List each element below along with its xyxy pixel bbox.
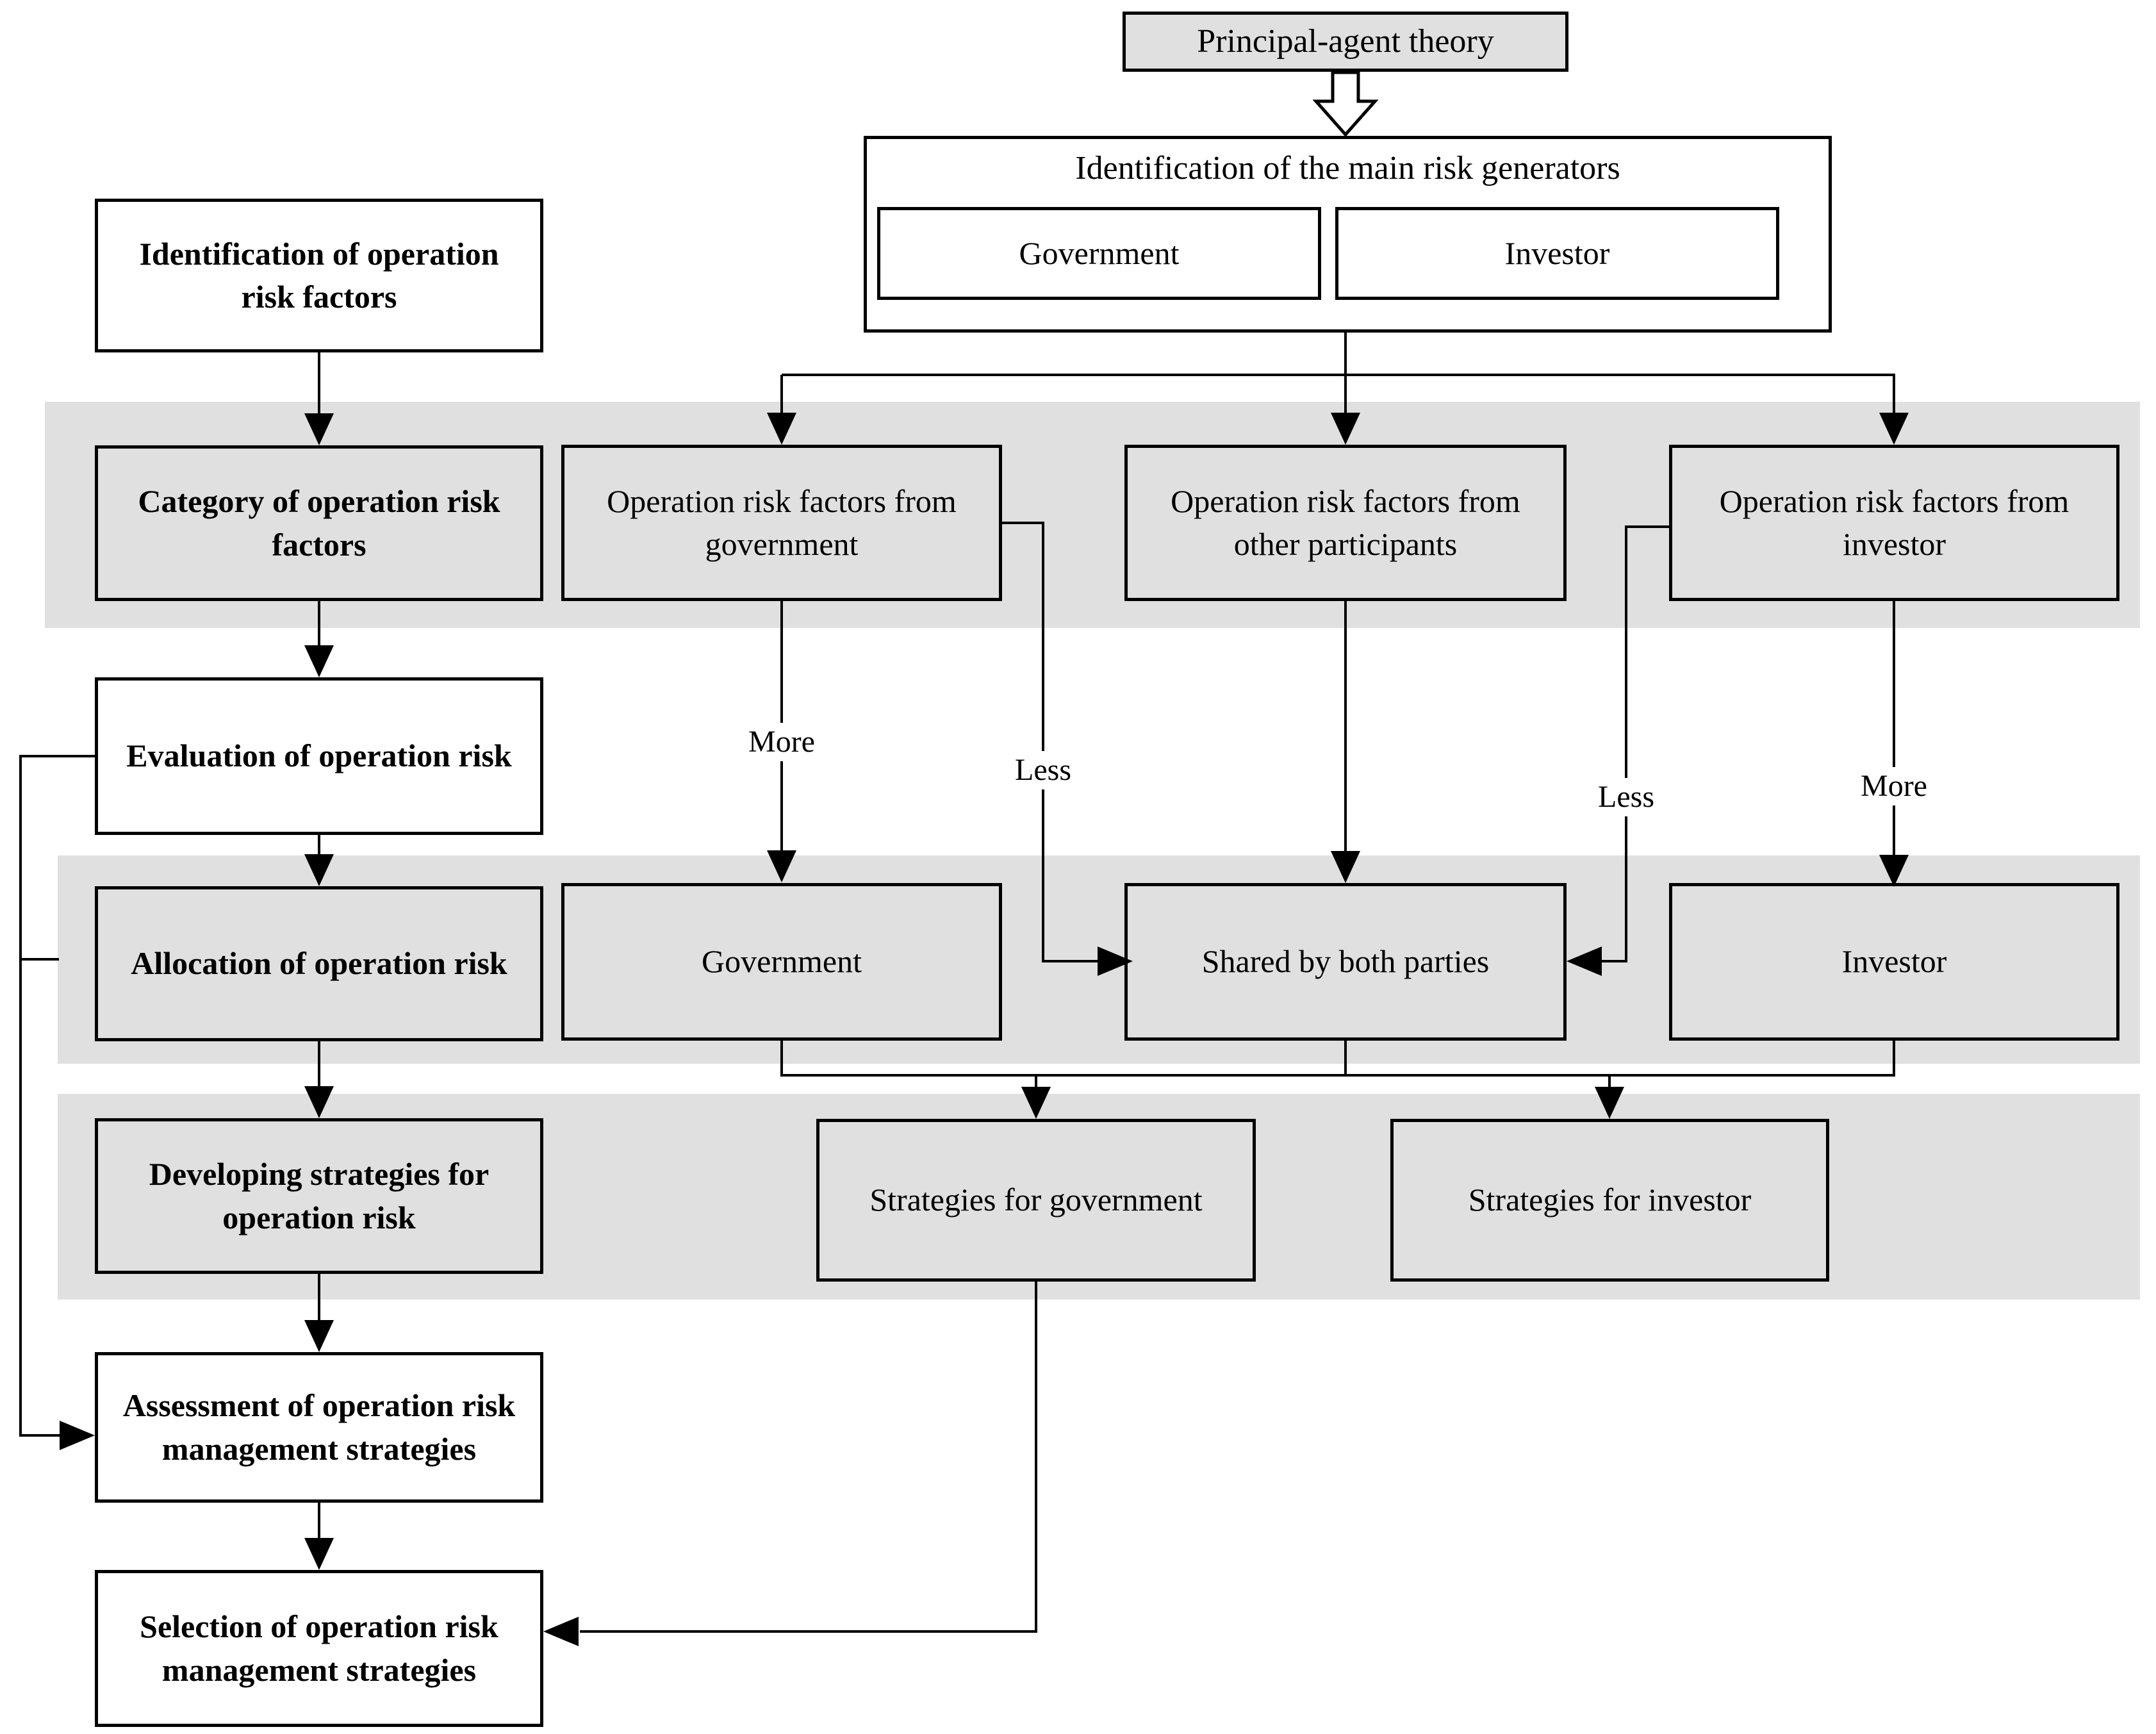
arrowhead-gov-factors [767,413,796,445]
box-factors-investor: Operation risk factors from investor [1669,445,2119,601]
connector-top-split-line [782,374,1895,376]
box-strategies-investor: Strategies for investor [1390,1119,1829,1282]
hollow-down-arrow-icon [1312,70,1379,137]
box-factors-other-participants: Operation risk factors from other partic… [1124,445,1567,601]
arrowhead-more-investor [1879,855,1909,887]
connector-developing-assessment [318,1274,320,1321]
arrowhead-less-inv-shared [1567,946,1602,976]
label-less-government: Less [1007,751,1079,789]
label-less-investor: Less [1590,778,1662,816]
connector-bus-horizontal [780,1074,1895,1077]
arrowhead-category [304,413,334,445]
arrowhead-other-shared [1331,851,1360,883]
arrowhead-selection [304,1538,334,1570]
connector-drop-strategies-gov [1035,1077,1037,1087]
box-generator-investor: Investor [1335,207,1779,300]
arrowhead-other-factors [1331,413,1360,445]
connector-less-inv-horizontal [1602,960,1627,962]
box-allocation-investor: Investor [1669,883,2119,1041]
connector-feedback-vertical [19,755,22,1437]
arrowhead-strategies-gov [1021,1087,1051,1119]
connector-drop-other-factors [1344,375,1347,413]
connector-sfg-selection [580,1630,1036,1633]
connector-feedback-assessment [22,1434,61,1437]
connector-assessment-selection [318,1503,320,1539]
connector-drop-investor-factors [1893,375,1895,413]
box-evaluation-risk: Evaluation of operation risk [95,677,543,835]
connector-bus-government [780,1041,783,1077]
box-selection-strategies: Selection of operation risk management s… [95,1570,543,1727]
connector-more-investor [1893,601,1895,855]
box-category-risk-factors: Category of operation risk factors [95,445,543,601]
connector-less-gov-horizontal [1044,960,1098,962]
box-assessment-strategies: Assessment of operation risk management … [95,1352,543,1503]
box-allocation-government: Government [561,883,1002,1041]
arrowhead-more-government [767,850,796,882]
connector-identification-category [318,352,320,414]
connector-less-inv-stub [1626,525,1669,528]
arrowhead-developing [304,1086,334,1118]
connector-less-gov-vertical [1042,522,1044,962]
arrowhead-less-gov-shared [1098,946,1133,976]
connector-category-evaluation [318,601,320,646]
risk-generators-title: Identification of the main risk generato… [1075,150,1620,186]
arrowhead-evaluation [304,645,334,677]
label-more-investor: More [1853,767,1935,805]
arrowhead-assessment [304,1320,334,1352]
connector-other-shared [1344,601,1347,852]
connector-sfg-down [1035,1282,1037,1633]
connector-allocation-feedback-stub [19,958,59,961]
arrowhead-feedback-assessment [60,1421,95,1450]
connector-drop-gov-factors [780,375,783,413]
connector-less-gov-stub [1002,522,1044,524]
box-factors-government: Operation risk factors from government [561,445,1002,601]
arrowhead-sfg-selection [543,1617,579,1646]
connector-allocation-developing [318,1041,320,1087]
arrowhead-investor-factors [1879,413,1909,445]
connector-bus-investor [1893,1041,1895,1077]
arrowhead-allocation [304,854,334,886]
box-generator-government: Government [877,207,1321,300]
box-developing-strategies: Developing strategies for operation risk [95,1118,543,1274]
box-allocation-shared: Shared by both parties [1124,883,1567,1041]
box-identification-risk-factors: Identification of operation risk factors [95,199,543,352]
box-allocation-risk: Allocation of operation risk [95,886,543,1041]
connector-evaluation-feedback-stub [21,755,95,757]
box-strategies-government: Strategies for government [816,1119,1256,1282]
connector-bus-shared [1344,1041,1347,1077]
connector-drop-strategies-inv [1608,1077,1611,1087]
connector-evaluation-allocation [318,835,320,855]
arrowhead-strategies-inv [1595,1087,1624,1119]
box-principal-agent-theory: Principal-agent theory [1123,12,1568,72]
label-more-government: More [741,723,823,761]
connector-generators-drop [1344,333,1347,375]
connector-less-inv-vertical [1625,525,1627,962]
